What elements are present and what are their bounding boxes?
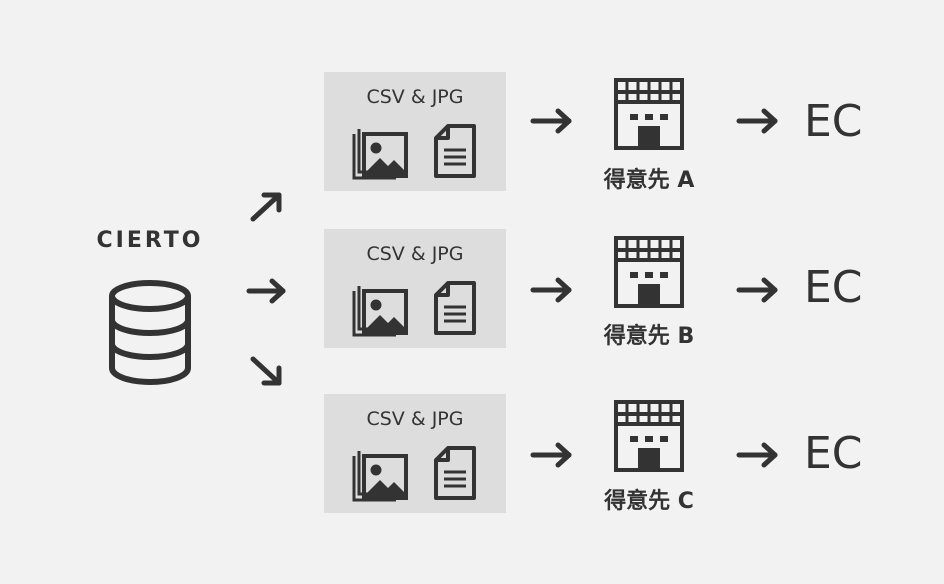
recipient-label-b: 得意先 B [603,324,695,349]
target-label-a: EC [804,96,863,147]
panel-label: CSV & JPG [366,243,464,265]
image-stack-icon [352,286,408,337]
document-icon [434,124,476,178]
storefront-icon [614,236,684,308]
recipient-label-a: 得意先 A [603,168,695,193]
arrow-right-icon [246,278,286,304]
database-icon [109,280,191,385]
arrow-down-right-icon [250,356,282,386]
arrow-right-icon [530,442,572,468]
arrow-up-right-icon [250,192,282,222]
recipient-label-c: 得意先 C [604,489,694,514]
source-label: CIERTO [96,228,204,253]
arrow-right-icon [530,108,572,134]
document-icon [434,281,476,335]
arrow-right-icon [530,277,572,303]
image-stack-icon [352,129,408,180]
storefront-icon [614,400,684,472]
arrow-right-icon [736,442,778,468]
export-panel-b: CSV & JPG [324,229,506,348]
panel-label: CSV & JPG [366,408,464,430]
export-panel-a: CSV & JPG [324,72,506,191]
storefront-icon [614,78,684,150]
export-panel-c: CSV & JPG [324,394,506,513]
document-icon [434,446,476,500]
panel-label: CSV & JPG [366,86,464,108]
arrow-right-icon [736,108,778,134]
image-stack-icon [352,451,408,502]
target-label-c: EC [804,428,863,479]
target-label-b: EC [804,262,863,313]
arrow-right-icon [736,277,778,303]
